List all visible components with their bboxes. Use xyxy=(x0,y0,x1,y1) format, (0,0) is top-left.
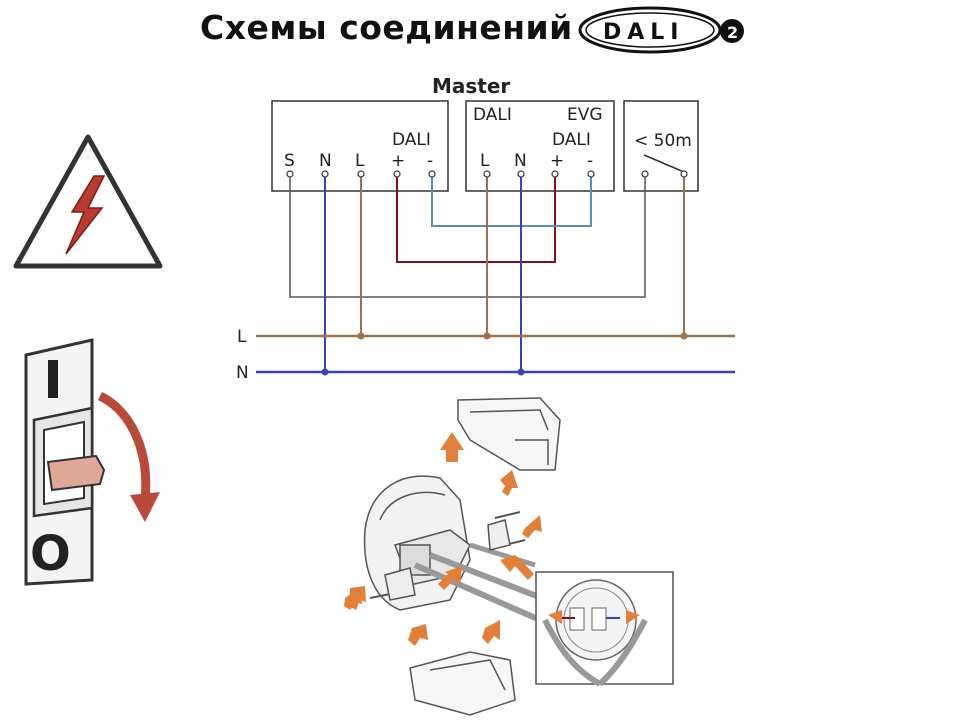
arrow-icon xyxy=(522,515,542,538)
driver-dali-top-label: DALI xyxy=(473,105,512,125)
arrow-icon xyxy=(408,624,428,646)
assembly-arrows xyxy=(344,432,640,646)
master-terminal-s: S xyxy=(284,151,295,171)
arrow-icon xyxy=(349,586,366,610)
master-dali-label: DALI xyxy=(392,130,431,150)
driver-terminal-minus: - xyxy=(587,151,593,171)
master-terminal-n: N xyxy=(319,151,332,171)
n-bus-label: N xyxy=(236,363,249,383)
driver-evg-label: EVG xyxy=(567,105,603,125)
switch-on-mark xyxy=(48,360,58,398)
driver-terminal-plus: + xyxy=(550,151,564,171)
master-terminal-plus: + xyxy=(391,151,405,171)
arrow-icon xyxy=(548,610,562,624)
arrow-icon xyxy=(626,610,640,624)
master-label: Master xyxy=(432,74,511,98)
logo-badge-circle xyxy=(720,19,744,43)
arrow-icon xyxy=(482,620,500,644)
high-voltage-warning-icon xyxy=(13,134,163,269)
junction-dot xyxy=(517,368,525,376)
inset-detail xyxy=(535,571,674,687)
assembly-illustration xyxy=(363,397,562,716)
driver-dali-label: DALI xyxy=(552,130,591,150)
driver-terminal-l: L xyxy=(480,151,490,171)
arrow-icon xyxy=(438,566,462,590)
terminal-circles xyxy=(286,170,688,178)
l-bus-label: L xyxy=(237,327,247,347)
dali-minus-wire xyxy=(431,175,592,227)
distance-label: < 50m xyxy=(634,131,692,151)
junction-dot xyxy=(483,332,491,340)
logo-text: DALI xyxy=(603,20,685,45)
arrow-icon xyxy=(440,432,464,462)
arrow-icon xyxy=(500,555,534,580)
s-wire xyxy=(289,175,646,298)
master-terminal-l: L xyxy=(355,151,365,171)
junction-dot xyxy=(357,332,365,340)
circuit-breaker-icon: O xyxy=(24,338,160,586)
dali-logo: DALI 2 xyxy=(578,6,744,54)
junction-dot xyxy=(680,332,688,340)
master-terminal-minus: - xyxy=(427,151,433,171)
page-title: Схемы соединений xyxy=(200,8,573,47)
logo-badge: 2 xyxy=(727,23,738,42)
pushbutton-symbol xyxy=(643,154,685,173)
dali-plus-wire xyxy=(396,175,556,263)
junction-dot xyxy=(321,368,329,376)
arrow-icon xyxy=(500,470,518,496)
driver-terminal-n: N xyxy=(514,151,527,171)
switch-off-label: O xyxy=(30,526,71,582)
